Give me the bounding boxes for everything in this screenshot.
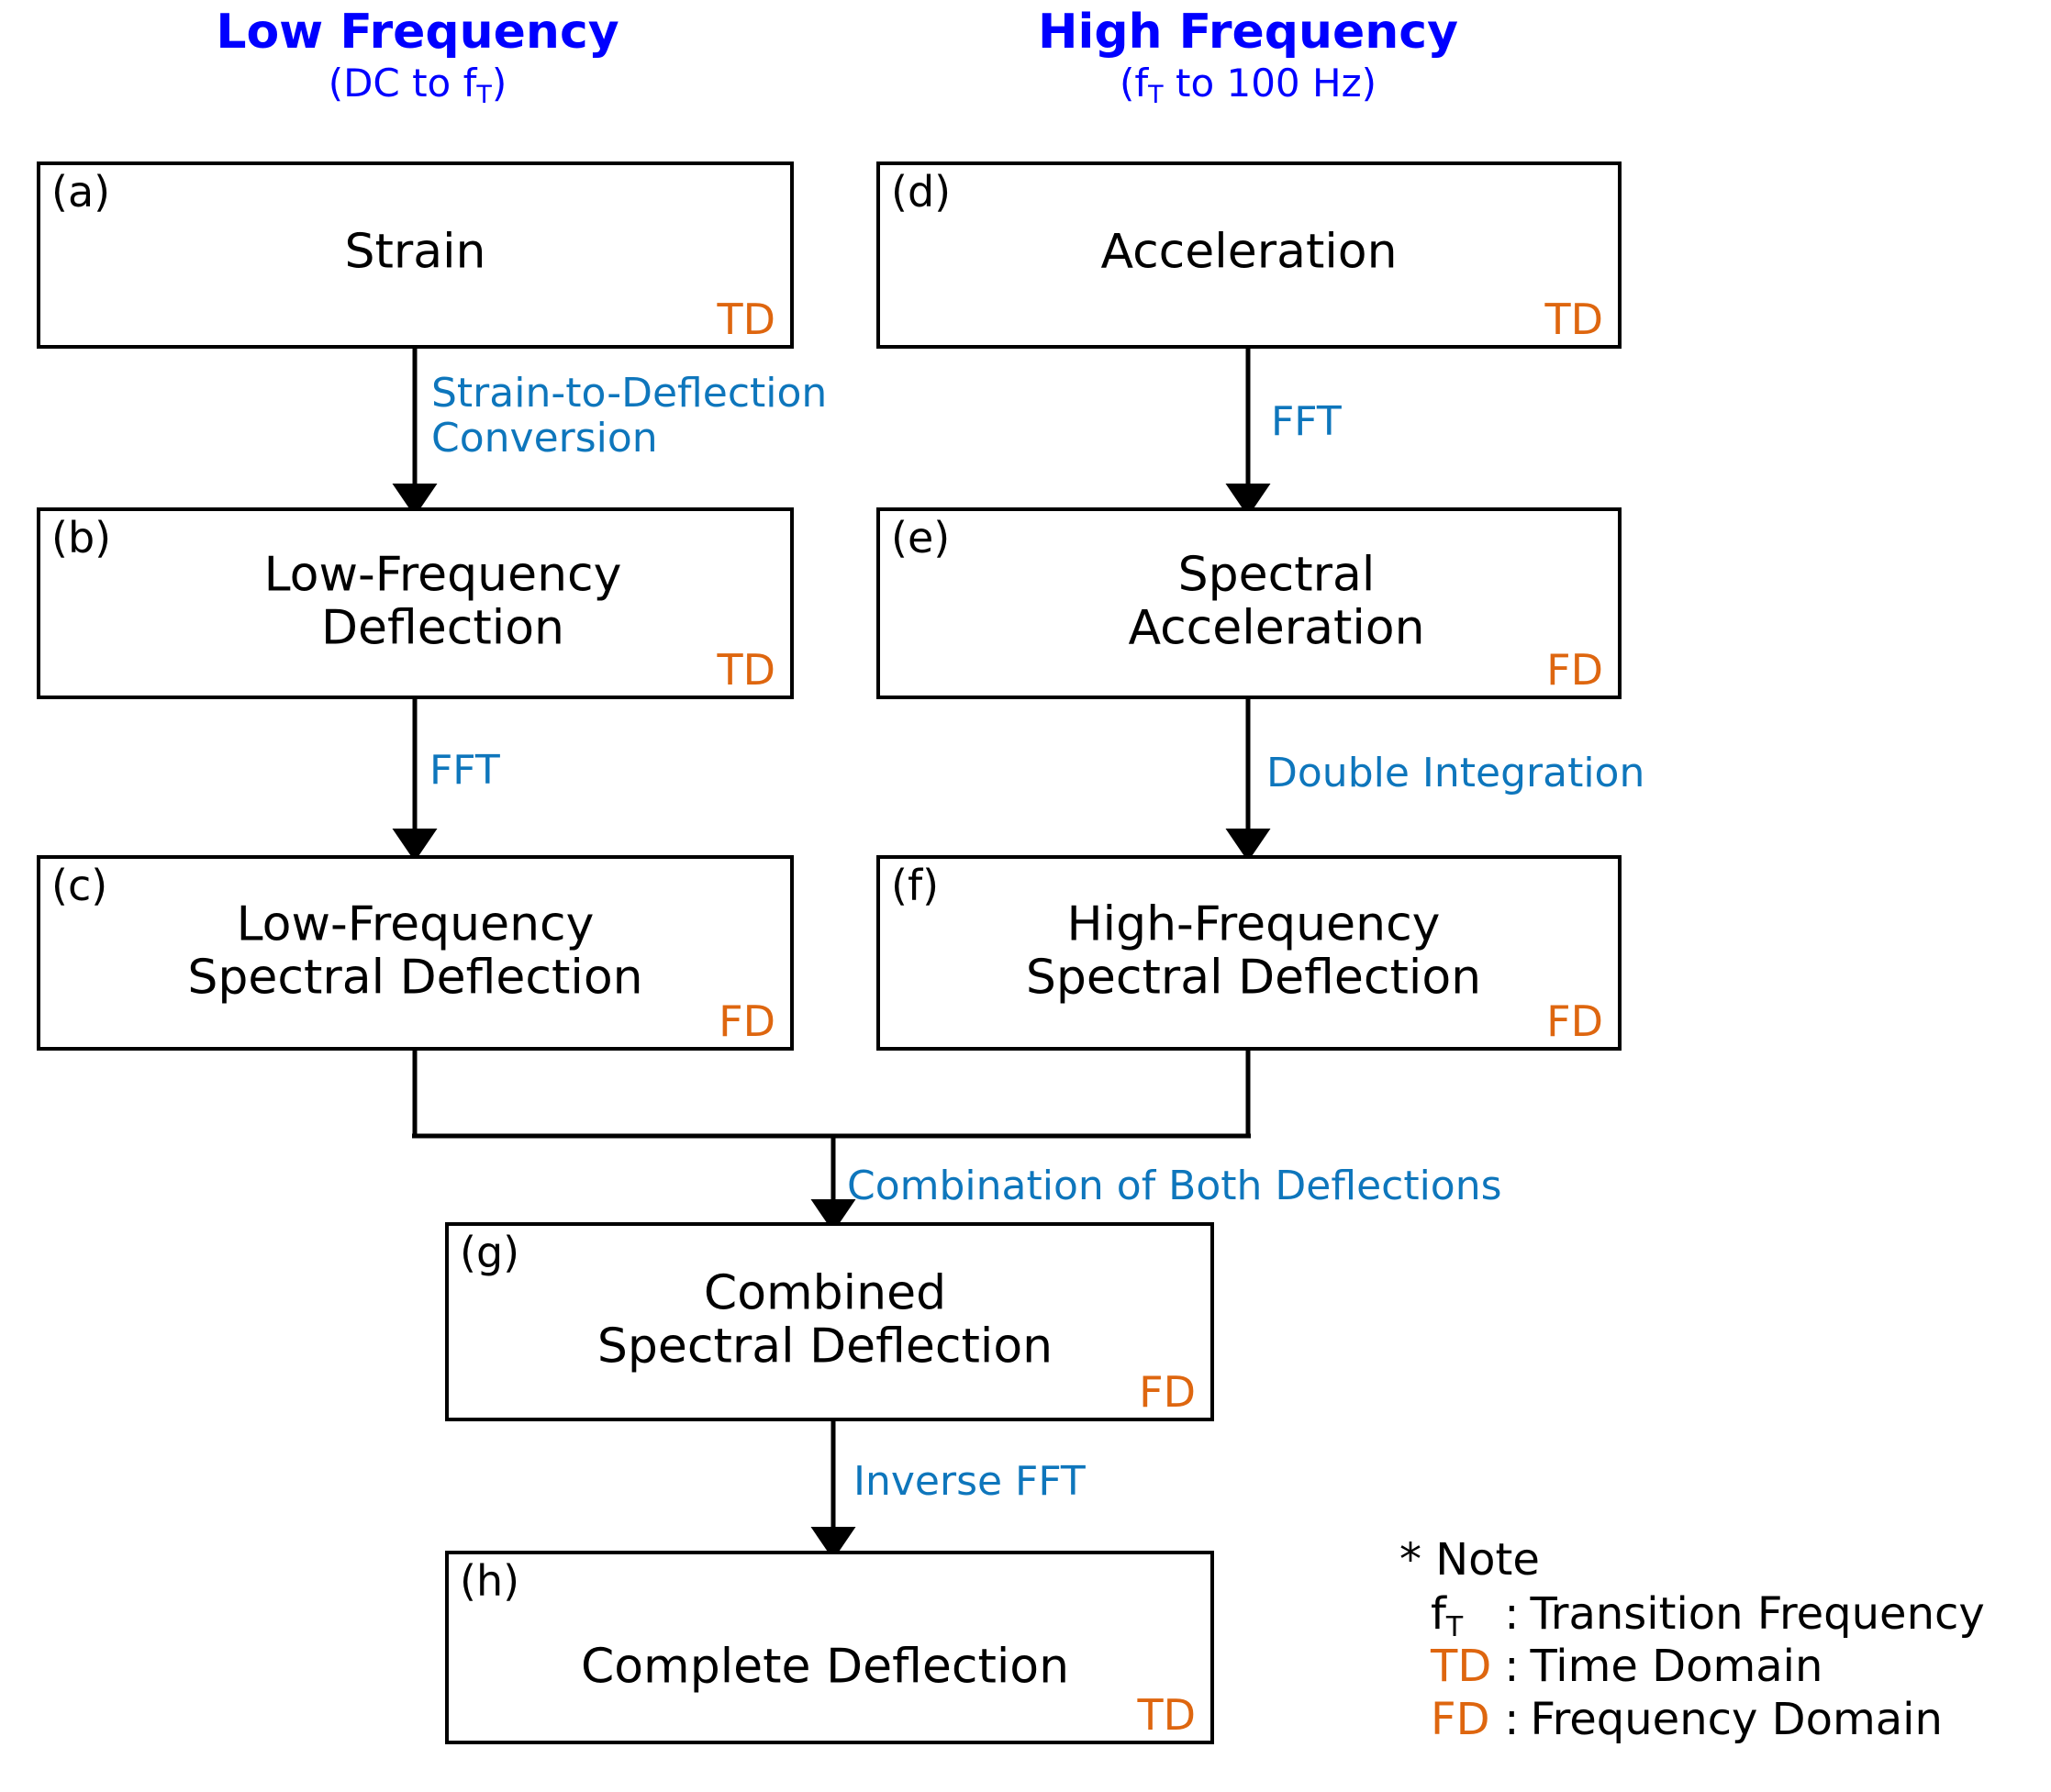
note-key-ft-text: f (1431, 1587, 1446, 1640)
note-colon-td: : (1504, 1641, 1520, 1693)
note-value-td: Time Domain (1530, 1641, 1823, 1693)
node-e-label: Spectral Acceleration (1128, 546, 1425, 656)
node-b-domain-badge: TD (717, 645, 775, 696)
note-key-ft-sub: T (1445, 1610, 1464, 1643)
note-key-fd: FD (1431, 1693, 1490, 1745)
subtitle-prefix-low: (DC to f (328, 61, 477, 106)
column-subtitle-low-frequency: (DC to fT) (64, 61, 771, 108)
node-f-high-frequency-spectral-deflection[interactable]: (f) High-Frequency Spectral Deflection F… (876, 855, 1622, 1051)
subtitle-prefix-high: (f (1119, 61, 1149, 106)
edge-label-fft-high: FFT (1271, 398, 1342, 445)
subtitle-suffix-low: ) (491, 61, 507, 106)
note-value-ft: Transition Frequency (1530, 1587, 1985, 1640)
node-b-tag: (b) (51, 513, 112, 562)
node-h-domain-badge: TD (1137, 1690, 1196, 1741)
node-g-domain-badge: FD (1139, 1367, 1196, 1418)
node-c-label: Low-Frequency Spectral Deflection (187, 896, 643, 1006)
subtitle-suffix-high: to 100 Hz) (1163, 61, 1377, 106)
node-e-spectral-acceleration[interactable]: (e) Spectral Acceleration FD (876, 507, 1622, 699)
column-title-low-frequency: Low Frequency (216, 5, 619, 60)
note-row-fd: FD : Frequency Domain (1431, 1694, 1985, 1747)
node-d-label: Acceleration (1100, 224, 1398, 280)
subtitle-sub-high: T (1148, 81, 1164, 110)
note-table: fT : Transition Frequency TD : Time Doma… (1431, 1588, 1985, 1747)
edge-label-strain-to-deflection-conversion: Strain-to-Deflection Conversion (431, 370, 828, 462)
node-c-low-frequency-spectral-deflection[interactable]: (c) Low-Frequency Spectral Deflection FD (37, 855, 794, 1051)
node-a-tag: (a) (51, 167, 111, 217)
node-b-label: Low-Frequency Deflection (263, 546, 622, 656)
node-h-complete-deflection[interactable]: (h) Complete Deflection TD (445, 1551, 1214, 1744)
node-g-tag: (g) (460, 1228, 520, 1277)
node-f-label: High-Frequency Spectral Deflection (1025, 896, 1482, 1006)
column-header-low-frequency: Low Frequency (DC to fT) (64, 5, 771, 108)
node-e-tag: (e) (891, 513, 951, 562)
node-d-tag: (d) (891, 167, 952, 217)
node-g-combined-spectral-deflection[interactable]: (g) Combined Spectral Deflection FD (445, 1222, 1214, 1421)
node-a-strain[interactable]: (a) Strain TD (37, 161, 794, 349)
note-key-ft: fT (1431, 1587, 1504, 1643)
node-h-tag: (h) (460, 1556, 520, 1606)
note-title: * Note (1399, 1534, 1540, 1586)
node-b-low-frequency-deflection[interactable]: (b) Low-Frequency Deflection TD (37, 507, 794, 699)
column-title-high-frequency: High Frequency (1037, 5, 1459, 60)
note-value-fd: Frequency Domain (1530, 1693, 1943, 1745)
node-h-label: Complete Deflection (580, 1639, 1070, 1695)
node-a-domain-badge: TD (717, 295, 775, 345)
node-d-acceleration[interactable]: (d) Acceleration TD (876, 161, 1622, 349)
note-legend: * Note fT : Transition Frequency TD : Ti… (1399, 1534, 1985, 1746)
column-header-high-frequency: High Frequency (fT to 100 Hz) (895, 5, 1601, 108)
edge-label-double-integration: Double Integration (1266, 750, 1645, 796)
node-e-domain-badge: FD (1546, 645, 1603, 696)
edge-label-combination-of-both-deflections: Combination of Both Deflections (847, 1163, 1502, 1209)
node-f-tag: (f) (891, 861, 940, 910)
node-c-domain-badge: FD (719, 996, 775, 1047)
node-g-label: Combined Spectral Deflection (596, 1264, 1053, 1375)
column-subtitle-high-frequency: (fT to 100 Hz) (895, 61, 1601, 108)
note-colon-fd: : (1504, 1693, 1520, 1745)
node-a-label: Strain (344, 224, 486, 280)
note-colon-ft: : (1504, 1587, 1520, 1640)
node-c-tag: (c) (51, 861, 108, 910)
subtitle-sub-low: T (476, 81, 492, 110)
note-row-td: TD : Time Domain (1431, 1641, 1985, 1694)
node-f-domain-badge: FD (1546, 996, 1603, 1047)
note-row-ft: fT : Transition Frequency (1431, 1587, 1985, 1643)
note-key-td: TD (1431, 1641, 1492, 1693)
edge-label-fft-low: FFT (429, 747, 500, 794)
node-d-domain-badge: TD (1544, 295, 1603, 345)
edge-label-inverse-fft: Inverse FFT (853, 1458, 1086, 1505)
